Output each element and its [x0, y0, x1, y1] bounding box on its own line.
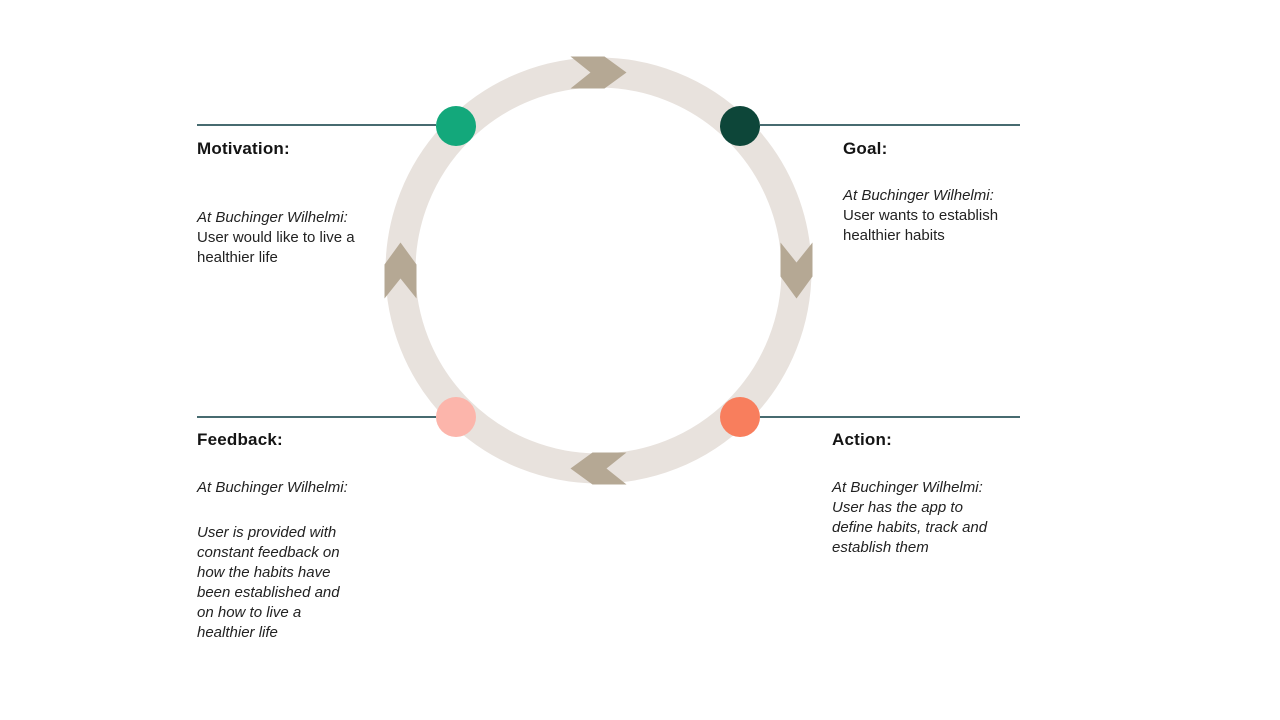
feedback-dot — [436, 397, 476, 437]
motivation-body: At Buchinger Wilhelmi: User would like t… — [197, 208, 377, 268]
motivation-dot — [436, 106, 476, 146]
motivation-description: User would like to live a healthier life — [197, 229, 355, 266]
action-dot — [720, 397, 760, 437]
motivation-heading: Motivation: — [197, 139, 290, 158]
goal-description: User wants to establish healthier habits — [843, 207, 999, 244]
cycle-arrow-right-icon — [780, 242, 813, 299]
feedback-heading: Feedback: — [197, 430, 283, 449]
cycle-arrow-left-icon — [384, 242, 417, 299]
cycle-arrow-top-icon — [570, 56, 627, 89]
action-context: At Buchinger Wilhelmi: — [832, 479, 983, 496]
goal-heading: Goal: — [843, 139, 888, 158]
action-body: At Buchinger Wilhelmi: User has the app … — [832, 478, 1017, 558]
goal-dot — [720, 106, 760, 146]
feedback-description: User is provided with constant feedback … — [197, 524, 340, 641]
action-description: User has the app to define habits, track… — [832, 499, 988, 556]
cycle-arrow-bottom-icon — [570, 452, 627, 485]
feedback-context: At Buchinger Wilhelmi: — [197, 479, 348, 496]
motivation-context: At Buchinger Wilhelmi: — [197, 209, 348, 226]
goal-body: At Buchinger Wilhelmi: User wants to est… — [843, 186, 1028, 246]
action-heading: Action: — [832, 430, 892, 449]
goal-context: At Buchinger Wilhelmi: — [843, 187, 994, 204]
